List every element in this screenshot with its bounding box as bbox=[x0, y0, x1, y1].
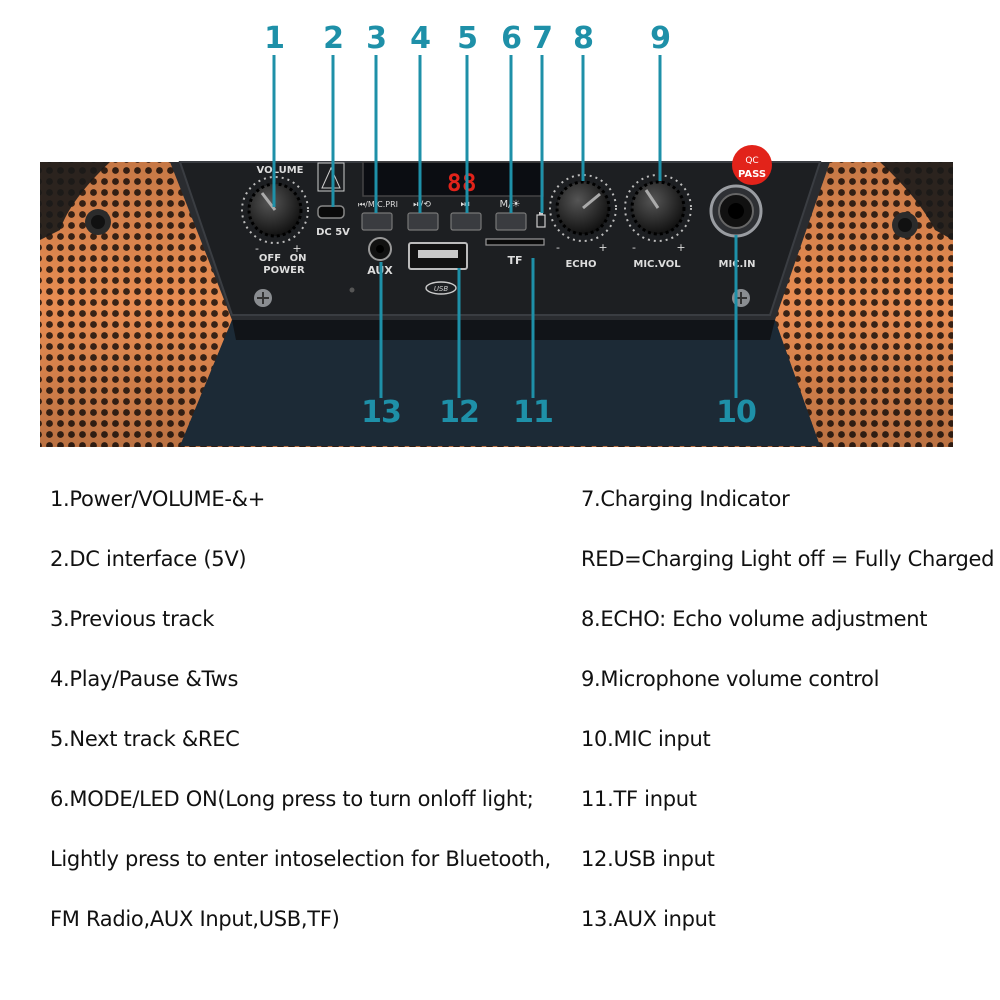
legend-item-usb-input: 12.USB input bbox=[581, 847, 715, 871]
callout-4: 4 bbox=[410, 21, 431, 56]
callout-10: 10 bbox=[716, 395, 757, 430]
usb-icon: USB bbox=[425, 281, 457, 295]
echo-label: ECHO bbox=[565, 259, 596, 270]
callout-7: 7 bbox=[532, 21, 553, 56]
mic-vol-label: MIC.VOL bbox=[633, 259, 681, 270]
callout-leader-lines bbox=[272, 55, 738, 398]
legend-item-dc-interface: 2.DC interface (5V) bbox=[50, 547, 247, 571]
play-button-label: ⏯/⟲ bbox=[413, 200, 431, 210]
callout-2: 2 bbox=[323, 21, 344, 56]
legend-item-previous-track: 3.Previous track bbox=[50, 607, 215, 631]
speaker-control-panel-photo: 8 8 QC PASS VOLUME - + OFF ON POWER DC 5… bbox=[40, 55, 953, 447]
dc-port[interactable] bbox=[317, 205, 345, 219]
legend-item-mode-led-sources: FM Radio,AUX Input,USB,TF) bbox=[50, 907, 340, 931]
status-led bbox=[349, 287, 355, 293]
charging-indicator bbox=[536, 212, 546, 228]
screw-icon bbox=[254, 289, 272, 307]
mic-vol-plus: + bbox=[676, 241, 685, 254]
callout-3: 3 bbox=[366, 21, 387, 56]
legend-item-charging-note: RED=Charging Light off = Fully Charged bbox=[581, 547, 995, 571]
led-display-digits: 8 bbox=[447, 169, 461, 197]
dc-label: DC 5V bbox=[316, 227, 350, 238]
mic-vol-minus: - bbox=[632, 241, 636, 254]
prev-button-label: ⏮/MIC.PRI bbox=[358, 200, 398, 209]
callout-13: 13 bbox=[361, 395, 402, 430]
volume-minus: - bbox=[255, 242, 259, 255]
tf-card-slot[interactable] bbox=[485, 238, 545, 246]
callout-9: 9 bbox=[650, 21, 671, 56]
callout-8: 8 bbox=[573, 21, 594, 56]
legend-item-mic-volume: 9.Microphone volume control bbox=[581, 667, 880, 691]
legend-item-tf-input: 11.TF input bbox=[581, 787, 697, 811]
legend-item-mic-input: 10.MIC input bbox=[581, 727, 711, 751]
mic-input-jack[interactable] bbox=[709, 184, 763, 238]
right-side-plate bbox=[880, 162, 953, 240]
power-label: POWER bbox=[263, 265, 305, 276]
tf-label: TF bbox=[507, 254, 522, 267]
aux-jack[interactable] bbox=[368, 237, 392, 261]
screw-icon bbox=[85, 209, 111, 235]
echo-knob[interactable] bbox=[549, 174, 617, 242]
mode-button[interactable] bbox=[495, 212, 527, 231]
callout-5: 5 bbox=[457, 21, 478, 56]
callout-6: 6 bbox=[501, 21, 522, 56]
pass-label: PASS bbox=[738, 169, 766, 180]
echo-plus: + bbox=[598, 241, 607, 254]
play-pause-button[interactable] bbox=[407, 212, 439, 231]
svg-text:8: 8 bbox=[462, 169, 476, 197]
legend-item-play-pause: 4.Play/Pause &Tws bbox=[50, 667, 239, 691]
on-label: ON bbox=[290, 253, 307, 264]
legend-item-echo: 8.ECHO: Echo volume adjustment bbox=[581, 607, 928, 631]
echo-minus: - bbox=[556, 241, 560, 254]
off-label: OFF bbox=[259, 253, 281, 264]
volume-label: VOLUME bbox=[257, 165, 304, 176]
legend-item-power-volume: 1.Power/VOLUME-&+ bbox=[50, 487, 265, 511]
next-track-button[interactable] bbox=[450, 212, 482, 231]
qc-pass-sticker: QC PASS bbox=[732, 145, 772, 185]
usb-label: USB bbox=[434, 285, 449, 293]
legend-item-aux-input: 13.AUX input bbox=[581, 907, 716, 931]
legend-item-mode-led: 6.MODE/LED ON(Long press to turn onloff … bbox=[50, 787, 534, 811]
callout-1: 1 bbox=[264, 21, 285, 56]
screw-icon bbox=[892, 212, 918, 238]
callout-11: 11 bbox=[513, 395, 554, 430]
callout-12: 12 bbox=[439, 395, 480, 430]
qc-label: QC bbox=[745, 156, 758, 166]
left-side-plate bbox=[40, 162, 110, 240]
next-button-label: ⏭ bbox=[461, 199, 470, 210]
legend-item-charging-indicator: 7.Charging Indicator bbox=[581, 487, 790, 511]
certification-badge bbox=[317, 162, 345, 192]
volume-plus: + bbox=[292, 242, 301, 255]
legend-item-next-track: 5.Next track &REC bbox=[50, 727, 240, 751]
previous-track-button[interactable] bbox=[361, 212, 393, 231]
legend-item-mode-led-continued: Lightly press to enter intoselection for… bbox=[50, 847, 551, 871]
mic-volume-knob[interactable] bbox=[624, 174, 692, 242]
